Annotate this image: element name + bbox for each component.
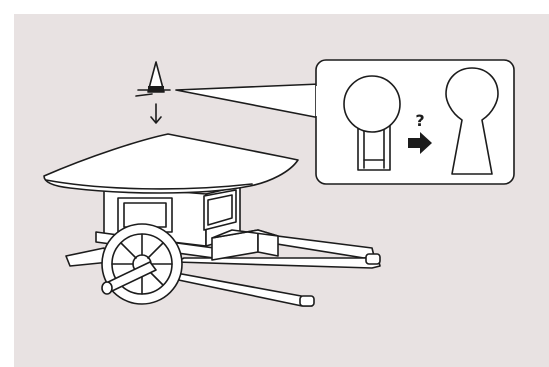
question-mark: ? [415, 111, 424, 130]
cart-roof [44, 134, 298, 193]
emblem-icon [136, 62, 170, 96]
down-arrow-icon [151, 104, 161, 123]
cart-step-box [212, 230, 278, 260]
cart-wheel [102, 224, 182, 304]
